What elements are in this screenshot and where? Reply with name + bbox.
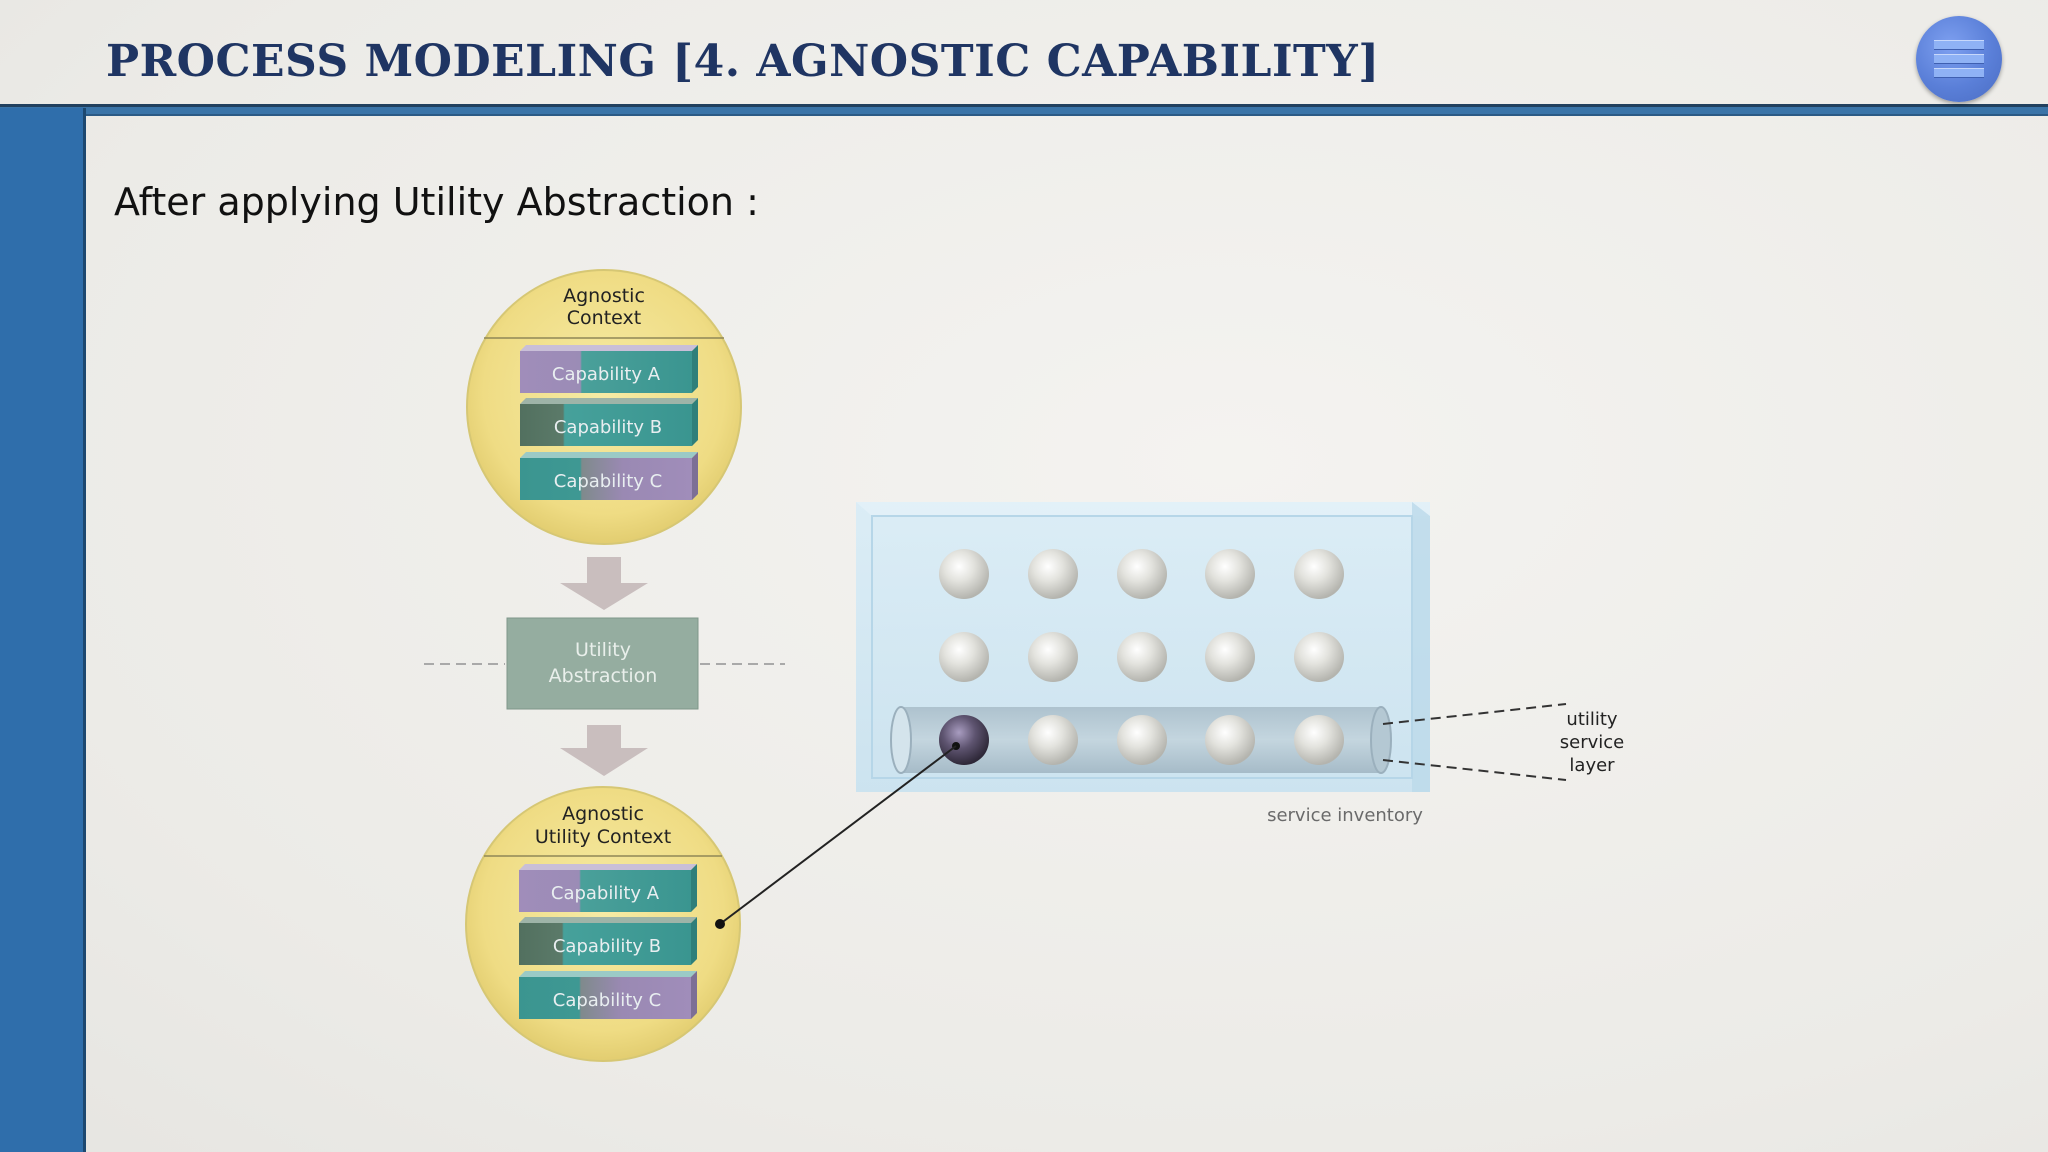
- context-title: Context: [567, 307, 641, 329]
- down-arrow: [560, 725, 648, 776]
- capability-label: Capability C: [554, 471, 662, 492]
- capability-a: Capability A: [519, 864, 697, 912]
- service-sphere: [1205, 549, 1255, 599]
- service-sphere: [1117, 715, 1167, 765]
- context-title: Agnostic: [563, 285, 645, 307]
- context-title: Agnostic: [562, 803, 644, 825]
- connector-dot: [715, 919, 725, 929]
- process-label: Utility: [575, 639, 631, 661]
- slide-subtitle: After applying Utility Abstraction :: [114, 180, 759, 224]
- service-sphere: [1028, 715, 1078, 765]
- service-sphere: [939, 549, 989, 599]
- layer-label: layer: [1569, 755, 1615, 776]
- capability-label: Capability C: [553, 990, 661, 1011]
- top-agnostic-context: Agnostic Context Capability A Capability…: [466, 269, 742, 545]
- callout-line: [1382, 759, 1567, 781]
- capability-label: Capability B: [553, 936, 661, 957]
- capability-a: Capability A: [520, 345, 698, 393]
- capability-block-top: [520, 452, 698, 458]
- capability-b: Capability B: [520, 398, 698, 446]
- bottom-agnostic-utility-context: Agnostic Utility Context Capability A Ca…: [465, 786, 741, 1062]
- menu-line: [1934, 40, 1984, 50]
- service-sphere: [1028, 632, 1078, 682]
- service-sphere: [1117, 549, 1167, 599]
- capability-block: [519, 977, 691, 1019]
- utility-service-layer-tube: [890, 706, 1392, 774]
- title-bar: PROCESS MODELING [4. AGNOSTIC CAPABILITY…: [0, 0, 2048, 108]
- capability-c: Capability C: [519, 971, 697, 1019]
- service-inventory-label: service inventory: [1267, 805, 1423, 826]
- capability-block-top: [520, 398, 698, 404]
- utility-abstraction-process: Utility Abstraction: [424, 617, 785, 710]
- context-title: Utility Context: [535, 826, 671, 848]
- process-box: [506, 617, 699, 710]
- menu-line: [1934, 54, 1984, 64]
- connector-line: [719, 745, 957, 925]
- callout-line: [1382, 703, 1567, 725]
- service-sphere: [1294, 549, 1344, 599]
- capability-block-top: [519, 971, 697, 977]
- capability-block-side: [691, 864, 697, 912]
- capability-c: Capability C: [520, 452, 698, 500]
- capability-block-side: [692, 398, 698, 446]
- layer-label: utility: [1566, 709, 1618, 730]
- service-sphere: [1294, 632, 1344, 682]
- service-sphere: [1117, 632, 1167, 682]
- capability-block-side: [691, 971, 697, 1019]
- capability-b: Capability B: [519, 917, 697, 965]
- service-sphere: [1294, 715, 1344, 765]
- service-sphere: [1205, 632, 1255, 682]
- capability-block: [520, 458, 692, 500]
- tube-end: [890, 706, 912, 774]
- capability-label: Capability A: [552, 364, 661, 385]
- service-sphere: [1205, 715, 1255, 765]
- tube-end: [1370, 706, 1392, 774]
- capability-label: Capability B: [554, 417, 662, 438]
- inventory-glass-top: [856, 502, 1430, 516]
- inventory-glass-side: [1412, 502, 1430, 792]
- capability-block-top: [519, 917, 697, 923]
- service-sphere: [1028, 549, 1078, 599]
- capability-block: [520, 351, 692, 393]
- capability-block-side: [692, 452, 698, 500]
- capability-block-top: [519, 864, 697, 870]
- service-row-2: [939, 632, 1344, 682]
- service-sphere: [939, 632, 989, 682]
- left-accent-bar: [0, 108, 86, 1152]
- service-row-1: [939, 549, 1344, 599]
- slide-title: PROCESS MODELING [4. AGNOSTIC CAPABILITY…: [106, 36, 1380, 87]
- utility-service-sphere: [939, 715, 989, 765]
- capability-block: [519, 870, 691, 912]
- capability-block: [519, 923, 691, 965]
- down-arrow: [560, 557, 648, 610]
- service-inventory: service inventory: [856, 502, 1430, 826]
- capability-block: [520, 404, 692, 446]
- capability-block-side: [691, 917, 697, 965]
- layer-label: service: [1560, 732, 1624, 753]
- capability-block-side: [692, 345, 698, 393]
- hamburger-menu-icon[interactable]: [1916, 16, 2002, 102]
- menu-line: [1934, 68, 1984, 78]
- capability-label: Capability A: [551, 883, 660, 904]
- inventory-inner-frame: [871, 515, 1413, 779]
- title-rule: [0, 104, 2048, 116]
- utility-service-layer-callout: utility service layer: [1382, 703, 1624, 781]
- process-label: Abstraction: [549, 665, 658, 687]
- context-to-service-connector: [715, 745, 957, 929]
- capability-block-top: [520, 345, 698, 351]
